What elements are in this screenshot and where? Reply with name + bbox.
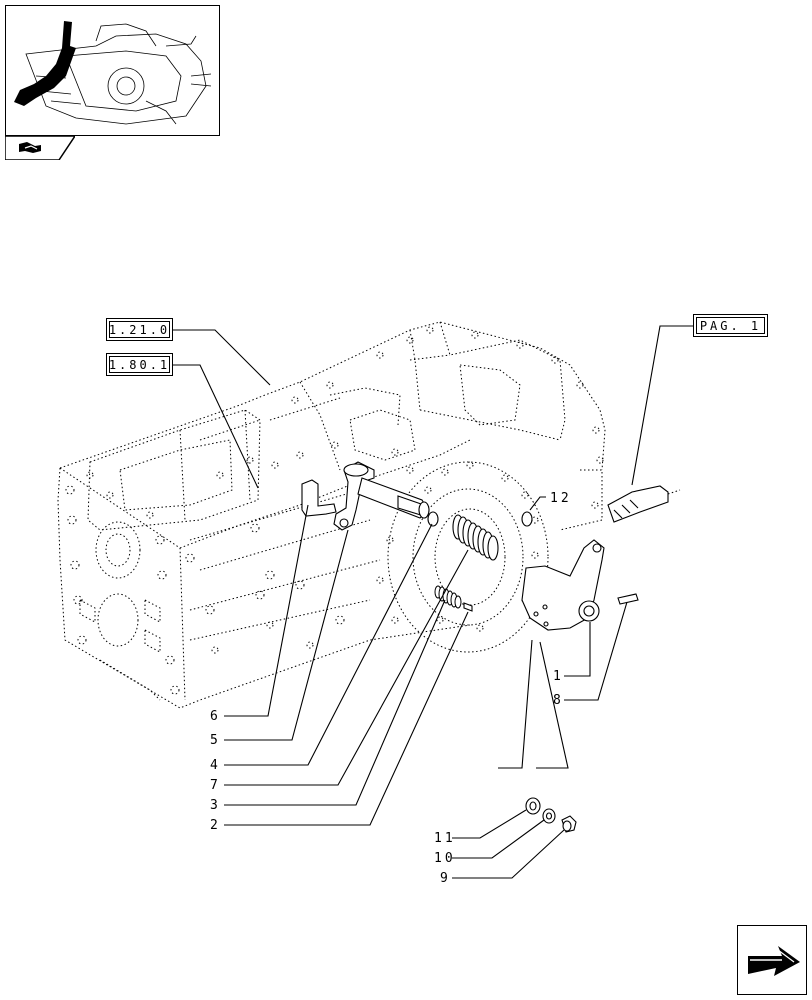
part-7-large-spring: [452, 514, 499, 561]
callout-9: 9: [440, 871, 448, 886]
location-thumbnail: [5, 5, 220, 136]
transmission-housing: [57, 321, 606, 709]
leader-lines: [173, 325, 693, 879]
callout-10: 10: [434, 851, 456, 866]
part-4-o-ring: [427, 511, 439, 527]
callout-4: 4: [210, 758, 218, 773]
callout-6: 6: [210, 709, 218, 724]
callout-2: 2: [210, 818, 218, 833]
ref-box-1-21-0[interactable]: 1.21.0: [106, 318, 173, 341]
part-10-washer: [542, 808, 556, 824]
ref-box-pag-1[interactable]: PAG. 1: [693, 314, 768, 337]
part-2-pin: [463, 602, 473, 612]
transmission-thumbnail-icon: [14, 21, 212, 125]
callout-7: 7: [210, 778, 218, 793]
ref-box-1-21-0-label: 1.21.0: [108, 322, 171, 337]
part-11-nut: [525, 797, 541, 815]
ref-box-pag-1-label: PAG. 1: [699, 318, 762, 333]
callout-11: 11: [434, 831, 456, 846]
part-3-small-spring: [434, 585, 462, 609]
callout-1: 1: [553, 669, 561, 684]
callout-3: 3: [210, 798, 218, 813]
next-page-button[interactable]: [737, 925, 807, 995]
ref-box-1-80-1[interactable]: 1.80.1: [106, 353, 173, 376]
callout-5: 5: [210, 733, 218, 748]
part-9-screw: [561, 815, 577, 833]
part-8-pin: [617, 593, 639, 605]
callout-12: 12: [550, 491, 572, 506]
next-page-arrow-icon: [748, 946, 800, 976]
part-5-shift-lever: [333, 461, 430, 531]
ref-box-1-80-1-label: 1.80.1: [108, 357, 171, 372]
part-1-selector-plate: [521, 539, 605, 631]
part-12-o-ring: [521, 511, 533, 527]
callout-numbers: 6 5 4 7 3 2 12 1 8 11 10 9: [210, 491, 572, 886]
callout-8: 8: [553, 693, 561, 708]
connector-part: [607, 485, 681, 523]
section-tab-icon: [5, 136, 75, 160]
